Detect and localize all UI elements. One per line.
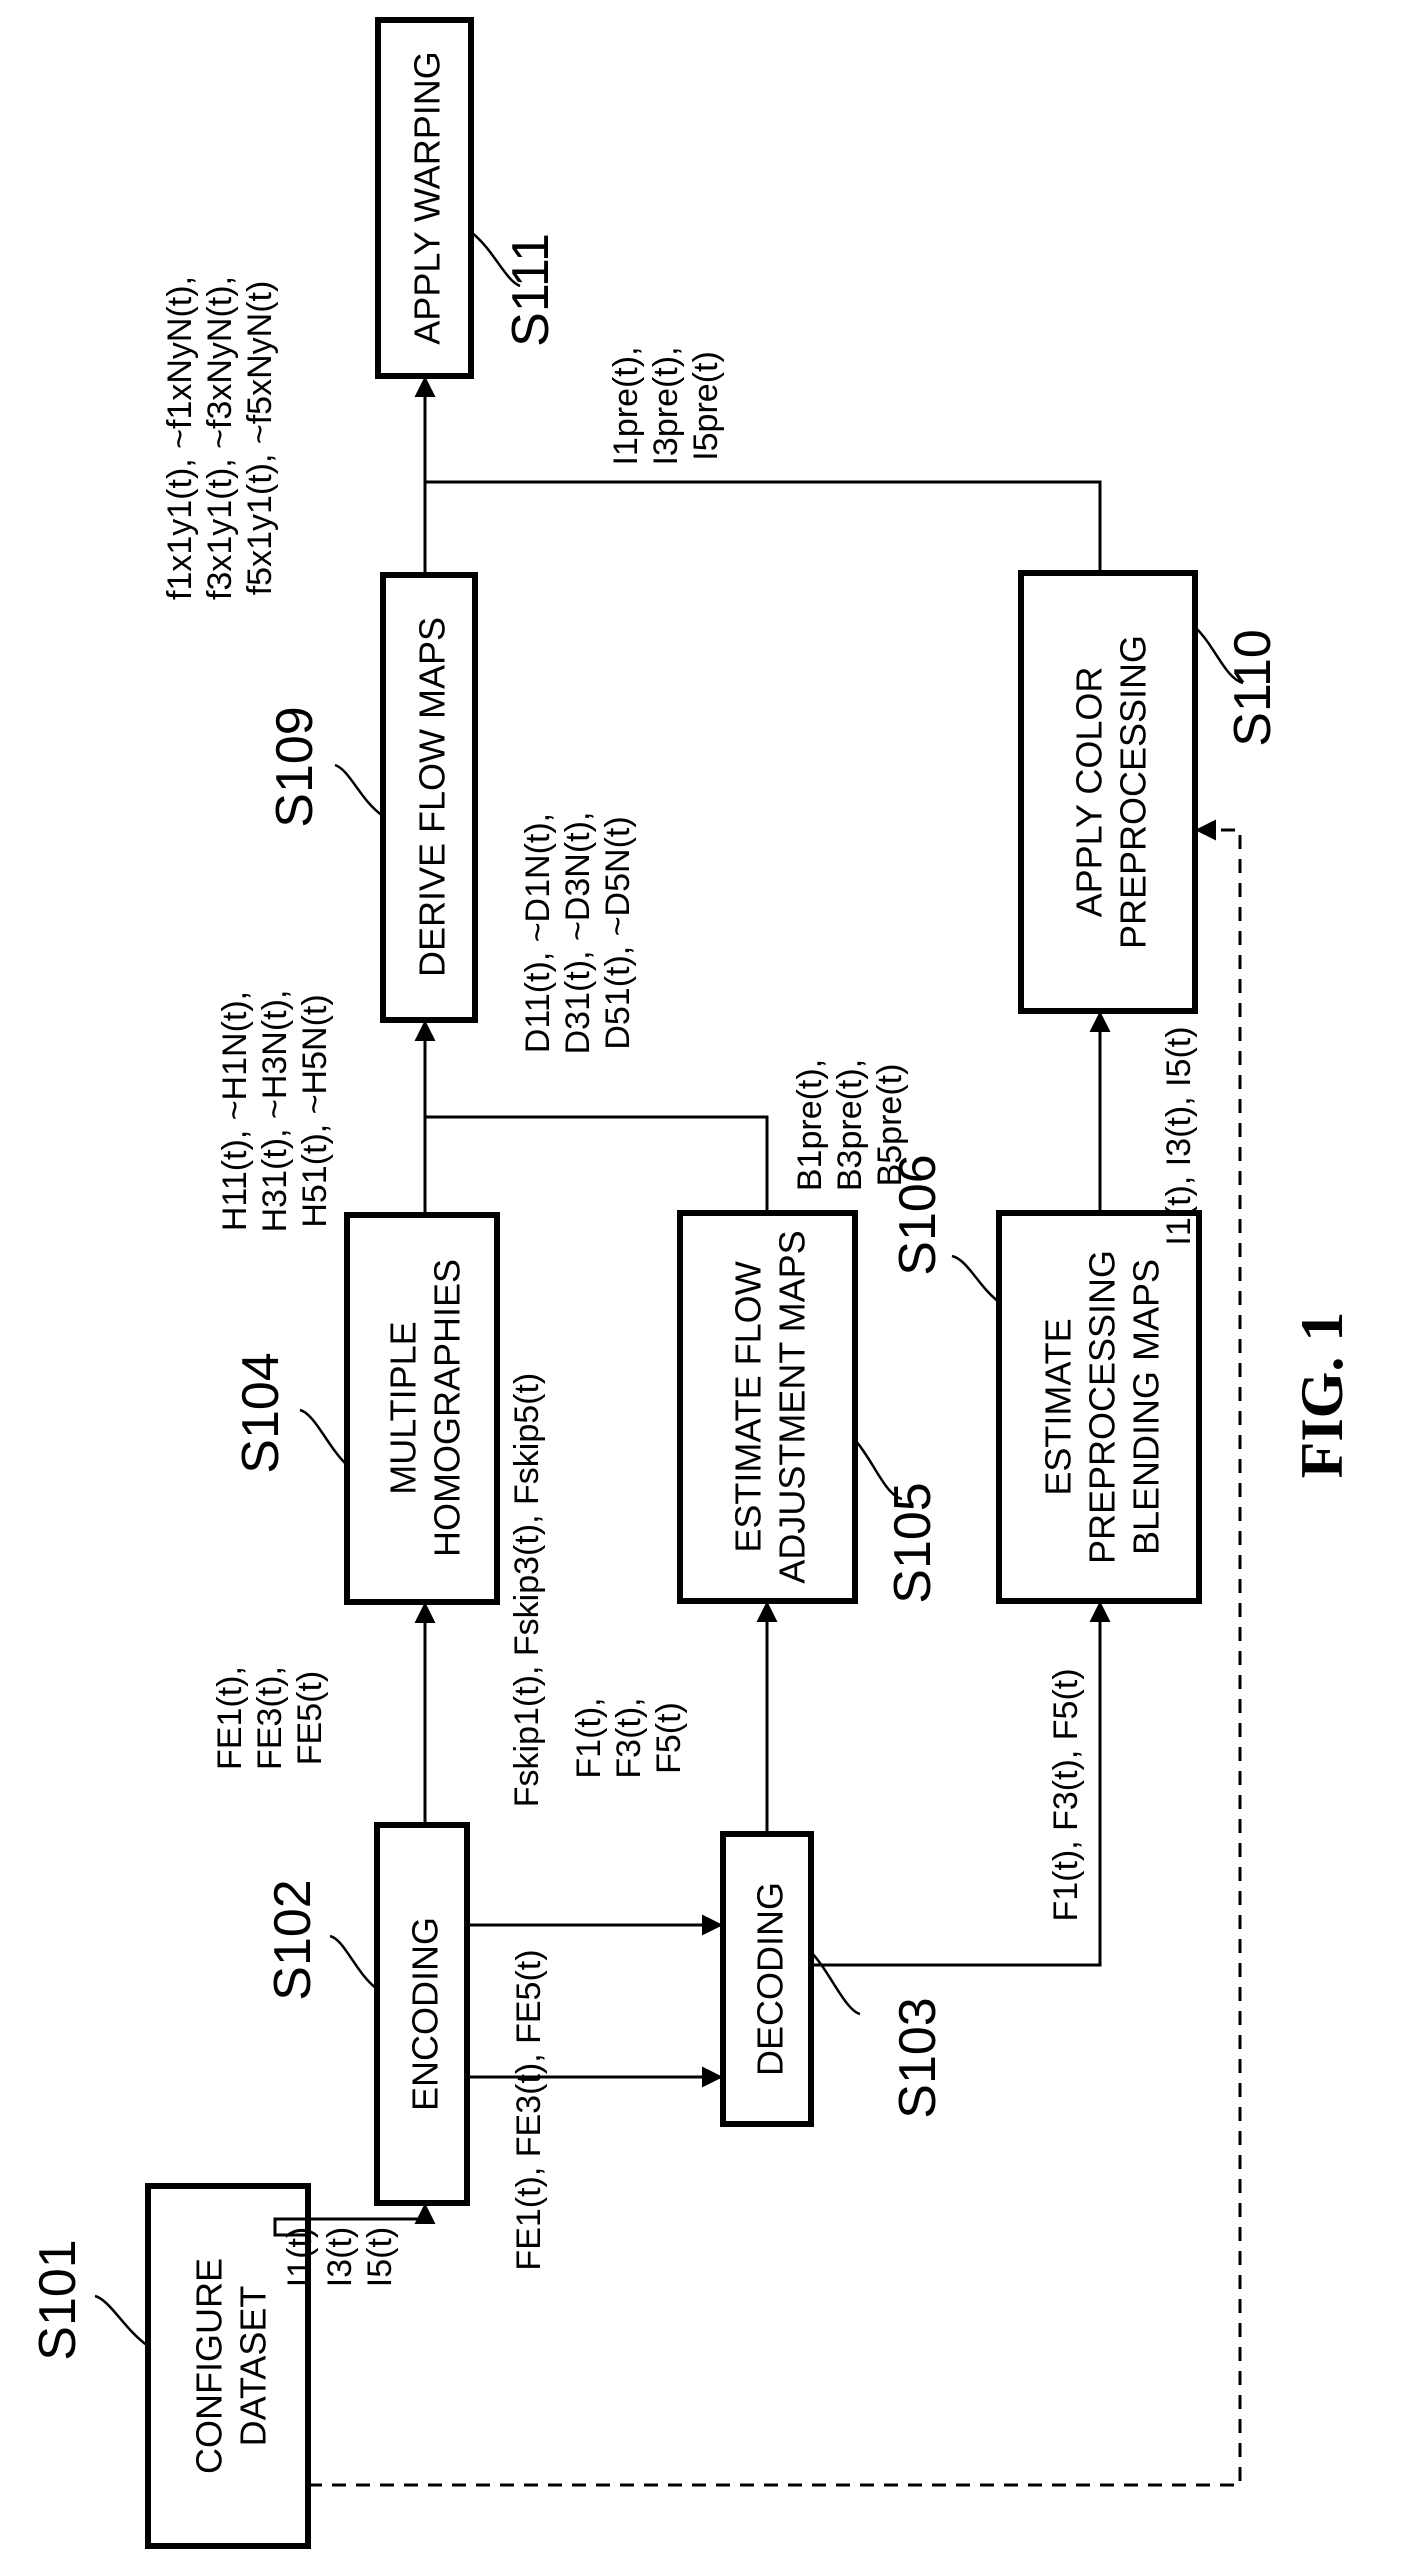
leader-s102 [330,1936,377,1989]
line-flow-adjust-to-derive [425,1117,767,1213]
step-s102: S102 [264,1879,322,2000]
label-apply-warping: APPLY WARPING [406,51,447,344]
signal-input-frames: I1(t)I3(t)I5(t) [281,2227,399,2287]
signal-color-input: I1(t), I3(t), I5(t) [1160,1026,1198,1245]
leader-s109 [335,765,383,816]
label-decoding: DECODING [749,1882,790,2076]
signal-blending-maps: B1pre(t),B3pre(t),B5pre(t) [791,1059,909,1191]
label-encoding: ENCODING [404,1917,445,2111]
signal-preprocessed-frames: I1pre(t),I3pre(t),I5pre(t) [607,346,725,465]
signal-skip-features: Fskip1(t), Fskip3(t), Fskip5(t) [508,1373,546,1807]
step-s109: S109 [266,706,324,827]
signal-decoded-features: F1(t),F3(t),F5(t) [570,1697,688,1778]
leader-s103 [811,1952,860,2014]
signal-dec-to-blend: F1(t), F3(t), F5(t) [1047,1668,1085,1921]
signal-flow-adjustment: D11(t), ~D1N(t),D31(t), ~D3N(t),D51(t), … [519,812,637,1055]
signal-enc-to-dec: FE1(t), FE3(t), FE5(t) [510,1949,548,2270]
step-s110: S110 [1224,629,1282,747]
line-color-to-warping [425,482,1100,573]
signal-flow-maps: f1x1y1(t), ~f1xNyN(t),f3x1y1(t), ~f3xNyN… [161,276,279,600]
step-s101: S101 [29,2239,87,2360]
signal-encoded-features: FE1(t),FE3(t),FE5(t) [211,1666,329,1770]
step-s111: S111 [502,233,560,347]
figure-label: FIG. 1 [1289,1312,1355,1479]
signal-homographies: H11(t), ~H1N(t),H31(t), ~H3N(t),H51(t), … [216,990,334,1233]
leader-s106 [952,1256,999,1302]
leader-s104 [300,1410,347,1465]
step-s105: S105 [884,1482,942,1603]
step-s103: S103 [889,1997,947,2118]
step-s104: S104 [232,1352,290,1473]
label-derive-flow-maps: DERIVE FLOW MAPS [411,617,452,977]
leader-s101 [95,2296,148,2346]
